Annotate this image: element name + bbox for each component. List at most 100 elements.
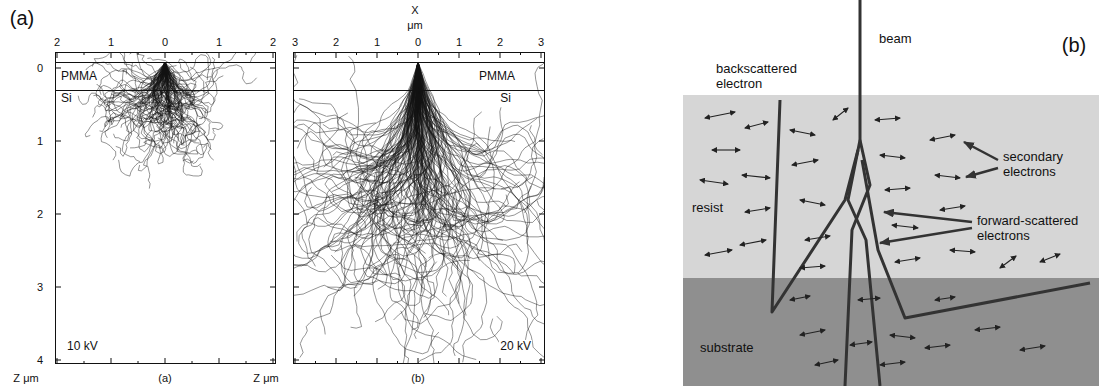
secondary-electron-arrow — [800, 200, 825, 205]
electron-trajectory — [294, 62, 418, 211]
figure-label: (a) — [10, 7, 34, 30]
electron-trajectory — [297, 62, 419, 242]
electron-trajectory — [418, 62, 533, 187]
trajectory-plot — [294, 55, 544, 363]
electron-trajectory — [415, 62, 544, 306]
electron-trajectory — [112, 53, 165, 79]
secondary-electron-arrow — [700, 180, 728, 184]
figure-label: 1 — [374, 36, 380, 49]
secondary-electron-arrow — [935, 297, 955, 300]
layer-region: substrate — [683, 278, 1099, 386]
figure-label: 2 — [54, 36, 60, 49]
layer-label: PMMA — [478, 70, 516, 84]
layer-label: Si — [60, 92, 73, 106]
figure-label: forward-scattered electrons — [976, 214, 1096, 244]
electron-trajectory — [418, 62, 520, 240]
secondary-electron-arrow — [833, 108, 848, 120]
leader-arrow — [964, 142, 998, 160]
figure-label: 0 — [162, 36, 168, 49]
electron-trajectory — [418, 62, 544, 291]
secondary-electron-arrow — [930, 135, 955, 140]
figure-label: μm — [407, 19, 423, 32]
electron-trajectory — [418, 62, 544, 175]
secondary-electron-arrow — [805, 236, 830, 240]
electron-trajectory — [117, 62, 165, 116]
electron-trajectory — [418, 58, 544, 192]
figure-label: 1 — [216, 36, 222, 49]
layer-region: Si — [294, 91, 544, 363]
secondary-electron-arrow — [975, 327, 1000, 330]
electron-trajectory — [294, 62, 420, 340]
layer-label: substrate — [699, 341, 754, 356]
electron-trajectory — [367, 62, 423, 181]
plot-frame: 10 kV PMMASi — [55, 52, 276, 364]
layer-label: Si — [499, 92, 512, 106]
electron-path — [859, 0, 862, 140]
secondary-electron-arrow — [890, 335, 915, 338]
leader-arrow — [880, 228, 972, 243]
secondary-electron-arrow — [792, 160, 818, 165]
layer-band: PMMA — [56, 62, 275, 91]
figure-label: 3 — [292, 36, 298, 49]
electron-trajectory — [124, 62, 165, 134]
secondary-electron-arrow — [800, 266, 825, 268]
figure-label: secondary electrons — [1002, 150, 1084, 180]
secondary-electron-arrow — [705, 250, 732, 255]
secondary-electron-arrow — [745, 208, 770, 212]
layer-region: resist — [683, 95, 1099, 278]
figure-label: 2 — [270, 36, 276, 49]
secondary-electron-arrow — [950, 250, 975, 252]
layer-label: 20 kV — [499, 340, 532, 354]
secondary-electron-arrow — [880, 362, 905, 365]
electron-trajectory — [382, 62, 434, 223]
figure-label: 2 — [333, 36, 339, 49]
figure-label: 0 — [37, 62, 43, 75]
secondary-electron-arrow — [1040, 254, 1060, 262]
figure-label: (b) — [411, 372, 424, 385]
secondary-electron-arrow — [858, 298, 880, 300]
electron-trajectory — [415, 62, 544, 220]
secondary-electron-arrow — [712, 149, 740, 150]
electron-trajectory — [294, 62, 422, 259]
secondary-electron-arrow — [745, 122, 768, 128]
layer-label: 10 kV — [66, 340, 99, 354]
figure-label: 3 — [538, 36, 544, 49]
secondary-electron-arrow — [850, 342, 872, 345]
electron-trajectory — [360, 62, 421, 197]
figure-label: 1 — [456, 36, 462, 49]
secondary-electron-arrow — [800, 330, 825, 335]
figure-label: 2 — [497, 36, 503, 49]
scattering-schematic — [700, 0, 1090, 386]
secondary-electron-arrow — [880, 155, 905, 158]
figure-label: (b) — [1062, 34, 1086, 57]
secondary-electron-arrow — [1000, 256, 1016, 268]
figure-label: Z μm — [253, 372, 278, 385]
electron-trajectory — [320, 62, 470, 334]
secondary-electron-arrow — [1020, 346, 1045, 350]
figure-label: X — [411, 4, 418, 17]
figure-label: backscattered electron — [715, 62, 809, 92]
trajectory-plot — [78, 53, 257, 189]
secondary-electron-arrow — [790, 296, 810, 300]
figure-label: 1 — [108, 36, 114, 49]
figure-label: 4 — [37, 354, 43, 367]
electron-trajectory — [375, 62, 418, 322]
electron-trajectory — [96, 62, 165, 138]
electron-trajectory — [417, 62, 544, 224]
electron-trajectory — [414, 62, 515, 273]
secondary-electron-arrow — [742, 175, 770, 178]
secondary-electron-arrow — [935, 175, 960, 178]
electron-trajectory — [294, 62, 418, 149]
figure-label: (a) — [158, 372, 171, 385]
electron-trajectory — [418, 62, 544, 195]
electron-trajectory — [418, 62, 470, 259]
axis-ticks — [55, 52, 545, 364]
electron-trajectory — [294, 62, 418, 284]
leader-arrow — [884, 212, 972, 222]
secondary-electron-arrow — [885, 188, 910, 190]
layer-label: resist — [691, 201, 724, 216]
secondary-electron-arrow — [892, 225, 918, 228]
